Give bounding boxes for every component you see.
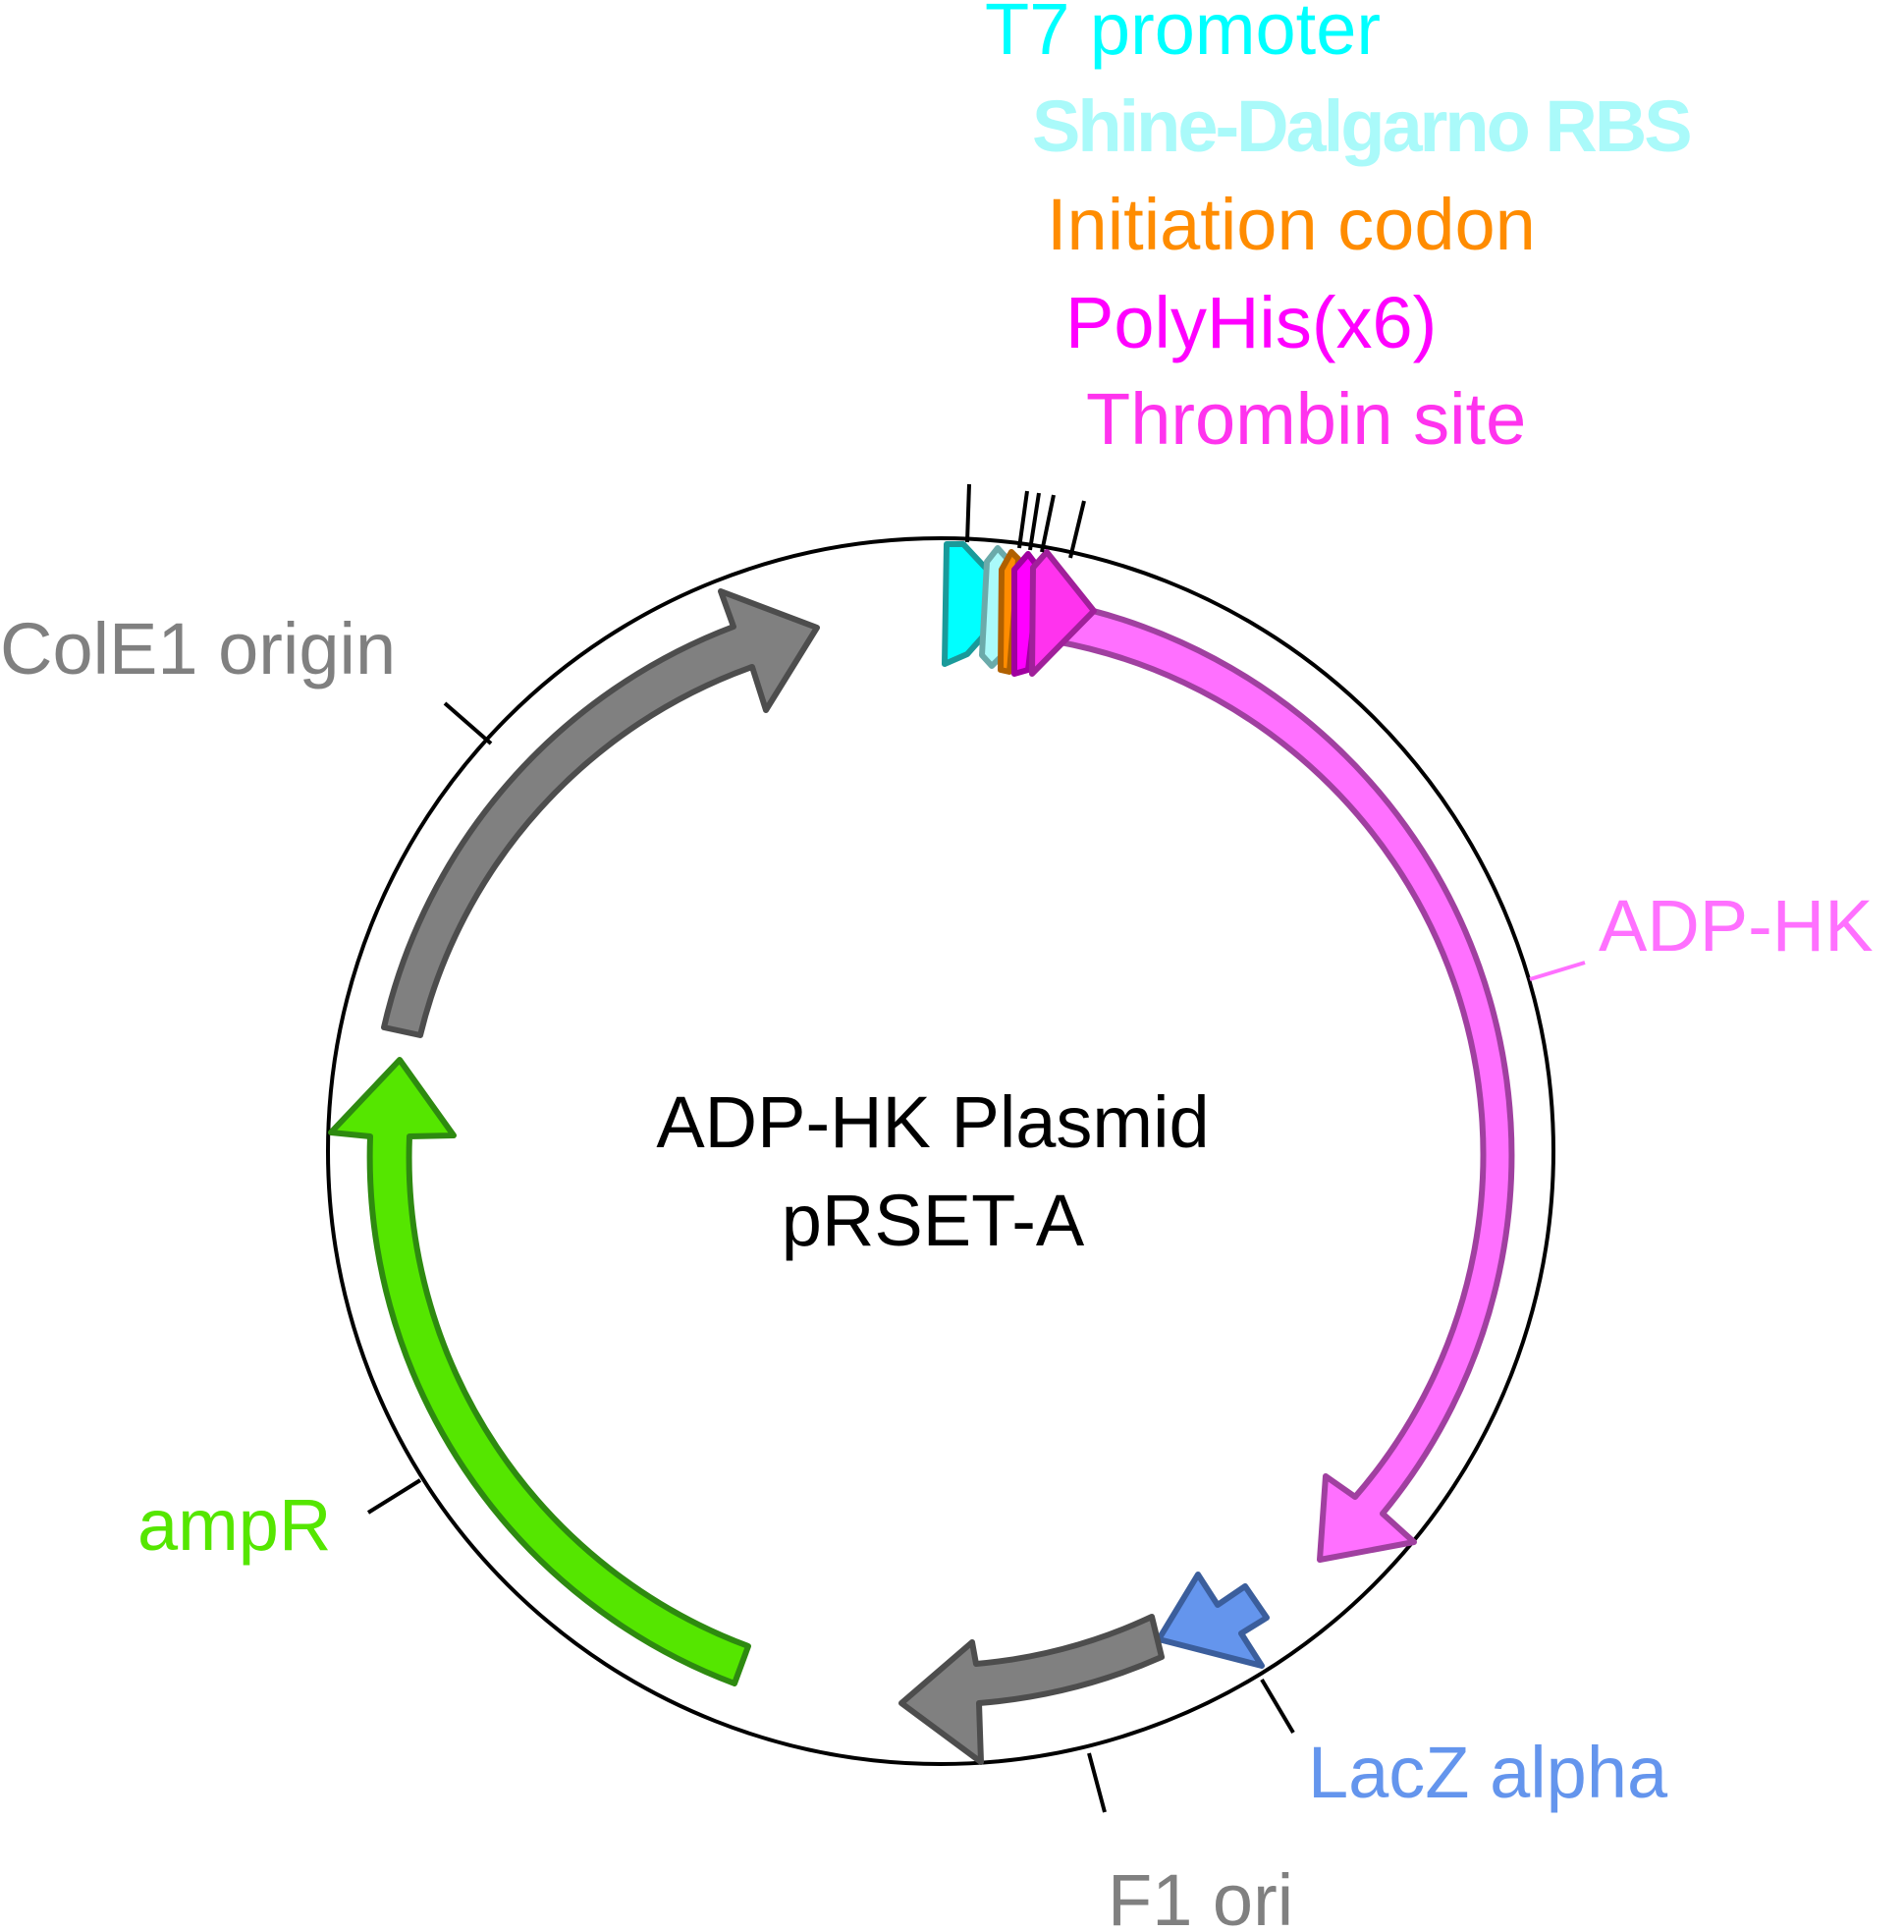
thrombin-site-leader	[1068, 500, 1086, 559]
t7-promoter-label: T7 promoter	[985, 0, 1381, 70]
ampr-leader	[366, 1478, 422, 1515]
plasmid-backbone: pRSET-A	[782, 1180, 1085, 1261]
cole1-origin-arrow	[381, 588, 820, 1038]
shine-dalgarno-rbs-leader	[1017, 490, 1029, 549]
cole1-origin-label: ColE1 origin	[0, 608, 396, 690]
backbone-circle	[326, 536, 1555, 1766]
lacz-alpha-arrow	[1156, 1572, 1270, 1669]
adp-hk-arrow	[1053, 600, 1515, 1563]
adp-hk-leader	[1529, 961, 1586, 981]
ampr-arrow	[328, 1057, 751, 1686]
polyhis-x6-label: PolyHis(x6)	[1065, 282, 1437, 363]
shine-dalgarno-rbs-label: Shine-Dalgarno RBS	[1032, 85, 1690, 167]
initiation-codon-leader	[1028, 492, 1041, 551]
t7-promoter-leader	[965, 483, 971, 543]
thrombin-site-arrow	[1029, 549, 1097, 677]
f1-ori-leader	[1087, 1752, 1107, 1813]
lacz-alpha-leader	[1260, 1678, 1295, 1735]
thrombin-site-label: Thrombin site	[1086, 378, 1526, 460]
adp-hk-label: ADP-HK	[1599, 885, 1874, 966]
lacz-alpha-label: LacZ alpha	[1308, 1732, 1668, 1813]
ampr-label: ampR	[137, 1484, 331, 1566]
plasmid-name: ADP-HK Plasmid	[656, 1081, 1209, 1163]
cole1-origin-leader	[443, 701, 493, 745]
initiation-codon-label: Initiation codon	[1047, 184, 1536, 265]
polyhis-x6-leader	[1040, 494, 1056, 553]
f1-ori-label: F1 ori	[1108, 1859, 1293, 1932]
f1-ori-arrow	[898, 1614, 1165, 1765]
